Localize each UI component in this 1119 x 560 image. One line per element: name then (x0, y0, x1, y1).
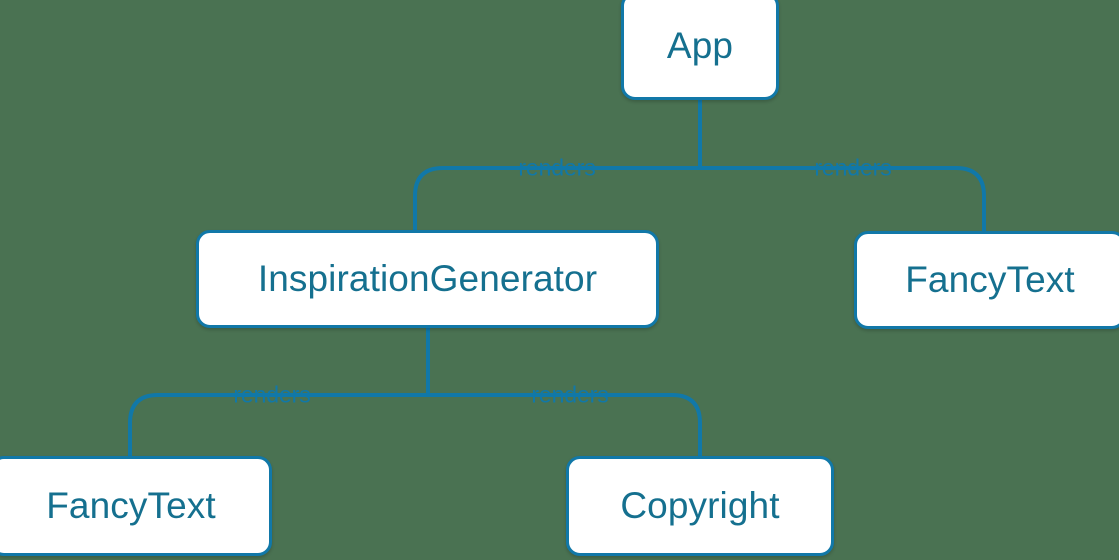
node-inspirationgenerator[interactable]: InspirationGenerator (196, 230, 659, 328)
edge-inspirationgenerator-to-fancytext-left (128, 393, 430, 459)
node-fancytext-left-label: FancyText (46, 485, 216, 526)
edge-label-app-to-inspirationgenerator: renders (518, 154, 596, 181)
node-fancytext-right-label: FancyText (905, 259, 1075, 300)
node-app[interactable]: App (621, 0, 779, 100)
edge-app-to-fancytext-right (698, 166, 986, 233)
edge-inspirationgenerator-to-copyright (426, 393, 702, 459)
node-copyright-label: Copyright (620, 485, 780, 526)
node-app-label: App (666, 25, 734, 66)
edge-label-inspirationgenerator-to-fancytext-left: renders (233, 381, 311, 408)
edge-label-inspirationgenerator-to-copyright: renders (531, 381, 609, 408)
edge-label-app-to-fancytext-right: renders (814, 154, 892, 181)
edge-app-to-inspirationgenerator (413, 166, 702, 232)
node-fancytext-left[interactable]: FancyText (0, 456, 272, 556)
node-copyright[interactable]: Copyright (566, 456, 834, 556)
node-fancytext-right[interactable]: FancyText (854, 231, 1119, 329)
node-inspirationgenerator-label: InspirationGenerator (257, 258, 598, 299)
